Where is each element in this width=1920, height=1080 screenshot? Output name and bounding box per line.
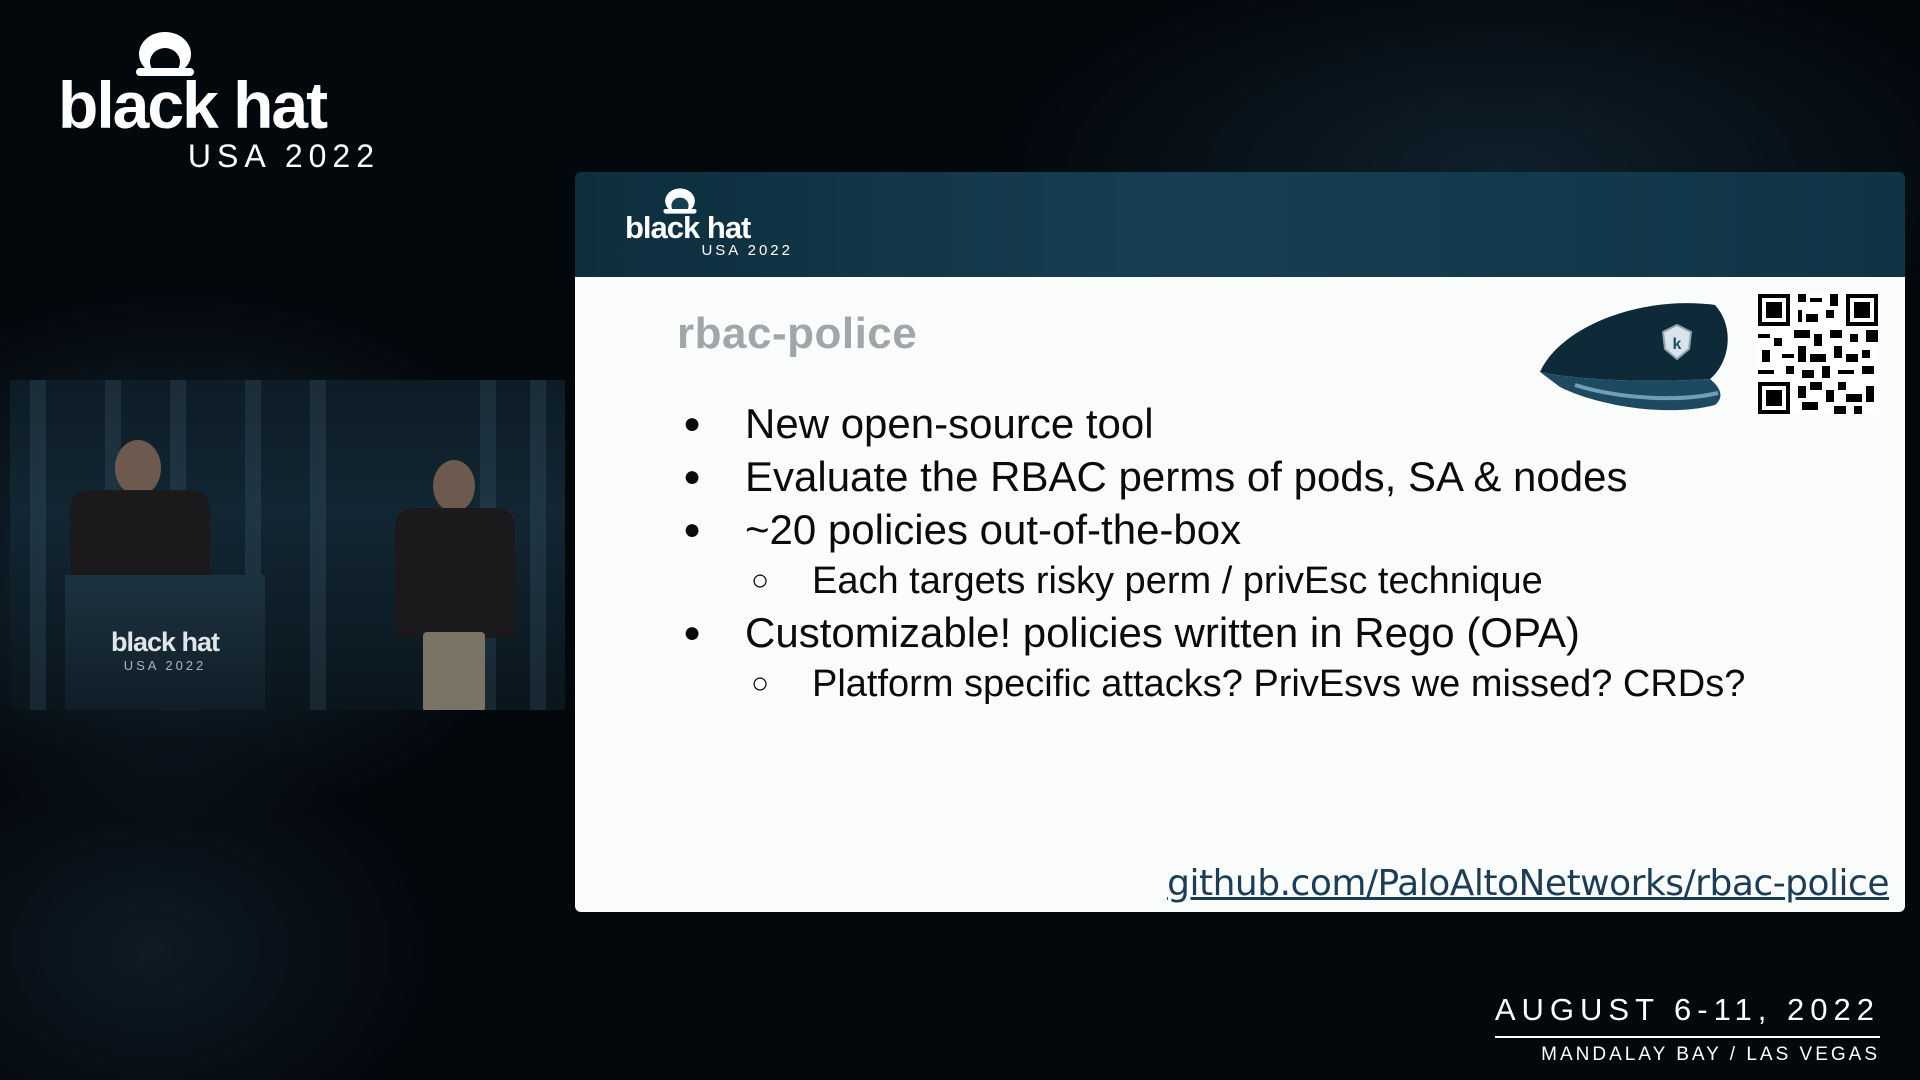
slide-title: rbac-police <box>677 309 918 358</box>
slide-bullet-list: New open-source tool Evaluate the RBAC p… <box>683 397 1745 709</box>
podium-logo-edition: USA 2022 <box>123 658 207 673</box>
qr-code-icon <box>1758 294 1878 414</box>
speaker-video-feed: black hat USA 2022 <box>10 380 565 710</box>
sub-bullet-item: Platform specific attacks? PrivEsvs we m… <box>683 659 1745 709</box>
event-dates: AUGUST 6-11, 2022 <box>1494 992 1880 1038</box>
bullet-item: New open-source tool <box>683 397 1745 450</box>
podium-logo-brand: black hat <box>110 627 220 657</box>
event-venue: MANDALAY BAY / LAS VEGAS <box>1541 1044 1880 1065</box>
event-logo-edition: USA 2022 <box>187 138 380 174</box>
bullet-item: ~20 policies out-of-the-box <box>683 503 1745 556</box>
slide-blackhat-logo: black hat USA 2022 <box>625 186 795 258</box>
event-info: AUGUST 6-11, 2022 MANDALAY BAY / LAS VEG… <box>1494 992 1880 1066</box>
slide-logo-edition: USA 2022 <box>701 242 793 259</box>
slide-content: rbac-police k New open-source tool E <box>575 277 1905 912</box>
event-logo-brand: black hat <box>58 68 328 142</box>
podium: black hat USA 2022 <box>65 575 265 710</box>
bullet-item: Evaluate the RBAC perms of pods, SA & no… <box>683 450 1745 503</box>
slide-header-banner: black hat USA 2022 <box>575 172 1905 277</box>
slide-logo-brand: black hat <box>625 210 751 245</box>
blackhat-hat-icon <box>663 188 697 214</box>
github-repo-link[interactable]: github.com/PaloAltoNetworks/rbac-police <box>1167 863 1889 904</box>
blackhat-event-logo: black hat USA 2022 <box>58 28 388 172</box>
sub-bullet-item: Each targets risky perm / privEsc techni… <box>683 556 1745 606</box>
cap-badge-letter: k <box>1673 336 1682 353</box>
blackhat-hat-icon <box>136 32 194 76</box>
bullet-item: Customizable! policies written in Rego (… <box>683 606 1745 659</box>
